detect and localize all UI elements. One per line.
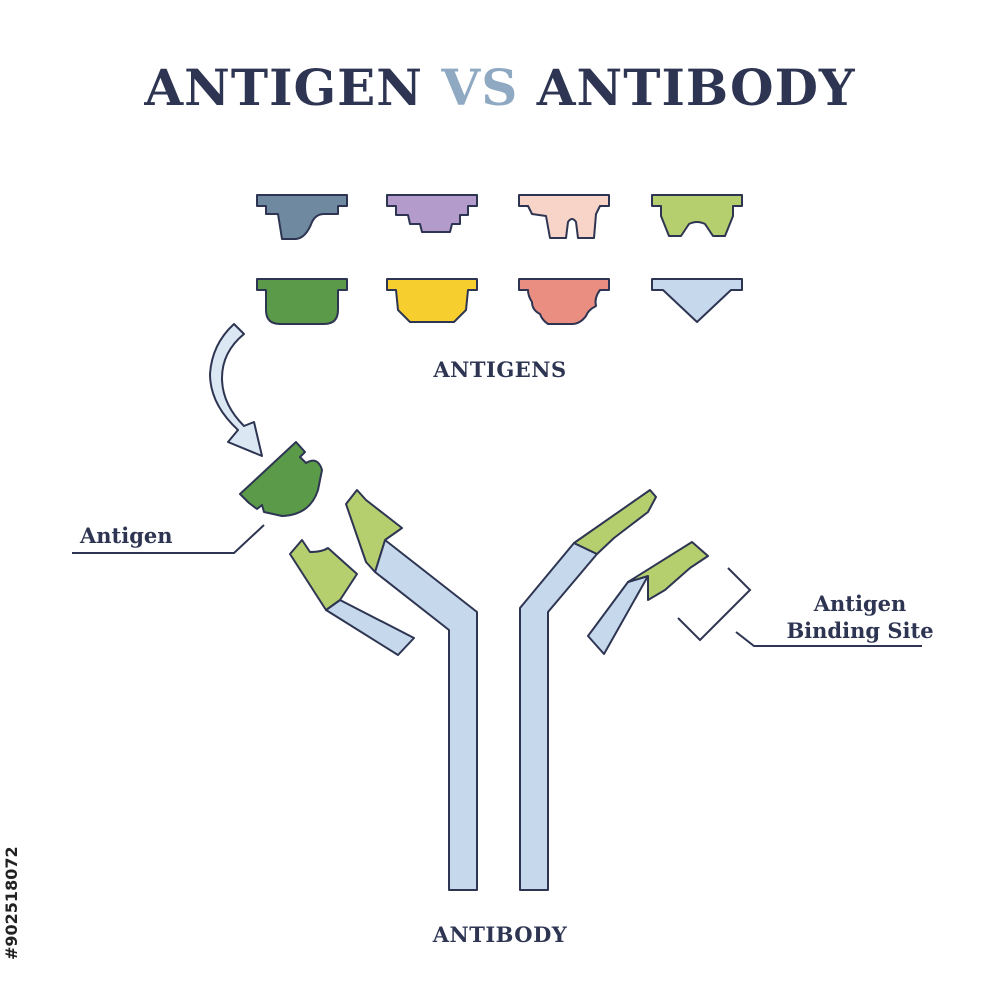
- antigens-label: ANTIGENS: [433, 357, 567, 382]
- antibody-shape: [289, 489, 709, 891]
- binding-site-bracket: [677, 567, 752, 642]
- antigen-attached-icon: [239, 441, 323, 517]
- antigen-leader-line: [72, 524, 265, 554]
- antigen-wavy-block-icon: [518, 278, 610, 325]
- antigen-rounded-block-icon: [256, 278, 348, 325]
- binding-site-label-line1: Antigen: [813, 591, 907, 616]
- page-title: ANTIGEN VS ANTIBODY: [0, 58, 1000, 117]
- stock-id-watermark: #902518072: [2, 846, 21, 960]
- antigen-w-notch-icon: [651, 194, 743, 237]
- antigen-curved-notch-icon: [256, 194, 348, 240]
- title-vs: VS: [441, 58, 519, 117]
- antigen-label: Antigen: [80, 523, 173, 548]
- title-antibody: ANTIBODY: [536, 58, 856, 117]
- antigen-stepped-block-icon: [386, 194, 478, 233]
- antigen-double-prong-icon: [518, 194, 610, 239]
- antigen-trapezoid-block-icon: [386, 278, 478, 323]
- antibody-label: ANTIBODY: [432, 922, 568, 947]
- title-antigen: ANTIGEN: [144, 58, 423, 117]
- binding-site-label: Antigen Binding Site: [760, 590, 960, 644]
- binding-site-leader-line: [735, 631, 922, 647]
- curved-arrow-icon: [209, 323, 263, 457]
- leader-lines: [72, 524, 922, 647]
- binding-site-label-line2: Binding Site: [786, 618, 934, 643]
- antigen-grid: [256, 194, 743, 325]
- antigen-triangle-icon: [651, 278, 743, 323]
